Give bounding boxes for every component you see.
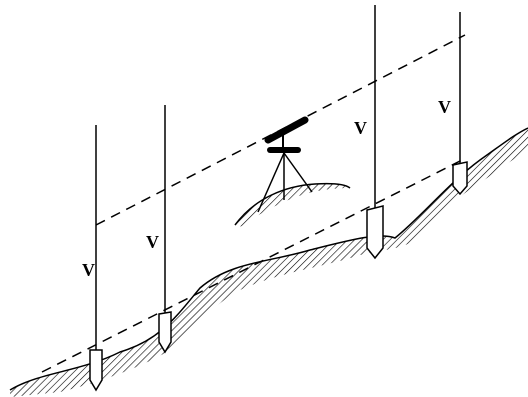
- peg-2: [158, 311, 172, 354]
- level-instrument-icon: [257, 116, 313, 213]
- peg-3: [366, 205, 384, 260]
- rod-3-label: V: [354, 118, 367, 138]
- ground-surface-line: [9, 127, 528, 391]
- peg-4: [452, 161, 468, 196]
- instrument-mound-hatching: [235, 183, 350, 227]
- rod-2-label: V: [146, 232, 159, 252]
- ground-hatching: [10, 128, 528, 397]
- rod-4-label: V: [438, 97, 451, 117]
- sight-line-lower: [41, 159, 463, 373]
- instrument-mound-line: [234, 182, 351, 226]
- rod-1-label: V: [82, 260, 95, 280]
- peg-1: [89, 349, 103, 392]
